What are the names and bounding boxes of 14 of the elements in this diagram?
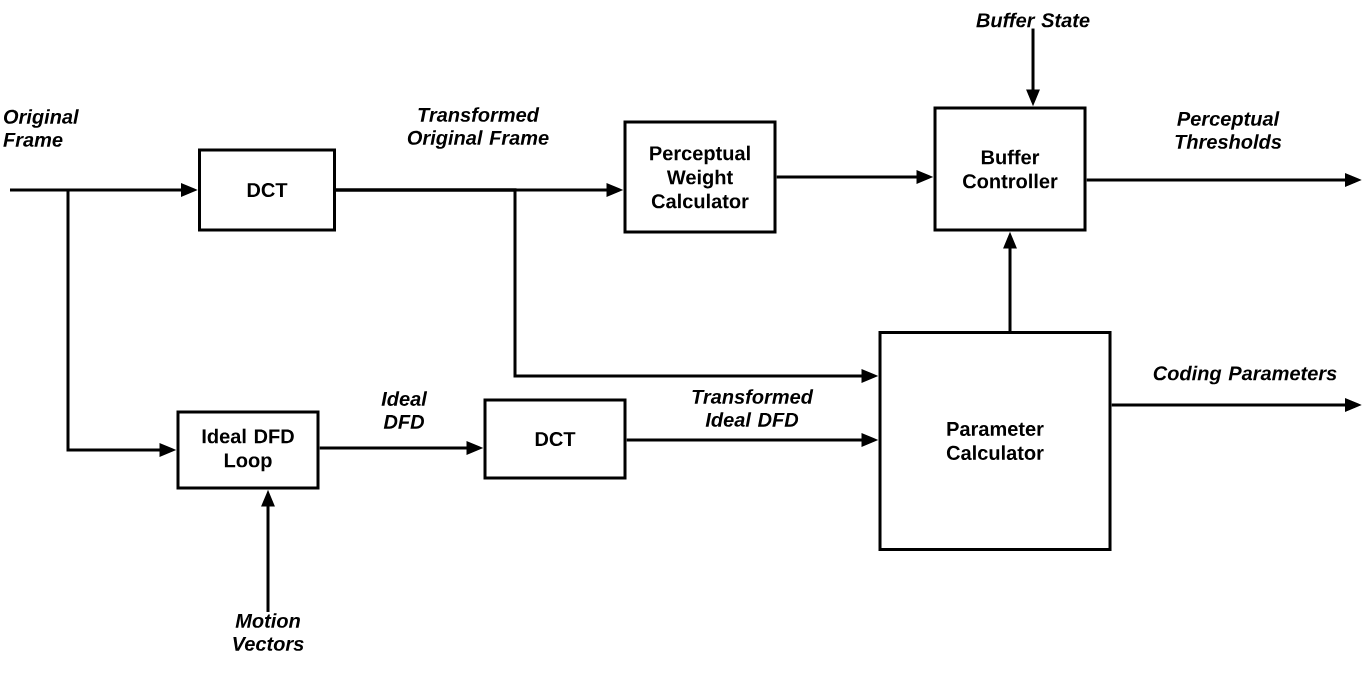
process-box: Perceptual Weight Calculator <box>623 120 777 234</box>
edge-label: Original Frame <box>3 109 79 147</box>
edge-label: Transformed Ideal DFD <box>692 389 814 427</box>
process-box: DCT <box>198 148 336 232</box>
edge-label: Transformed Original Frame <box>407 107 549 149</box>
edge-label: Perceptual Thresholds <box>1175 111 1282 149</box>
process-box: DCT <box>483 398 627 480</box>
process-box: Ideal DFD Loop <box>176 410 320 490</box>
edge-label: Ideal DFD <box>381 391 428 429</box>
input-label: Buffer State <box>976 12 1090 28</box>
edge-label: Coding Parameters <box>1153 365 1337 385</box>
input-label: Motion Vectors <box>233 613 304 651</box>
process-box: Buffer Controller <box>933 106 1087 232</box>
process-box: Parameter Calculator <box>878 331 1112 551</box>
